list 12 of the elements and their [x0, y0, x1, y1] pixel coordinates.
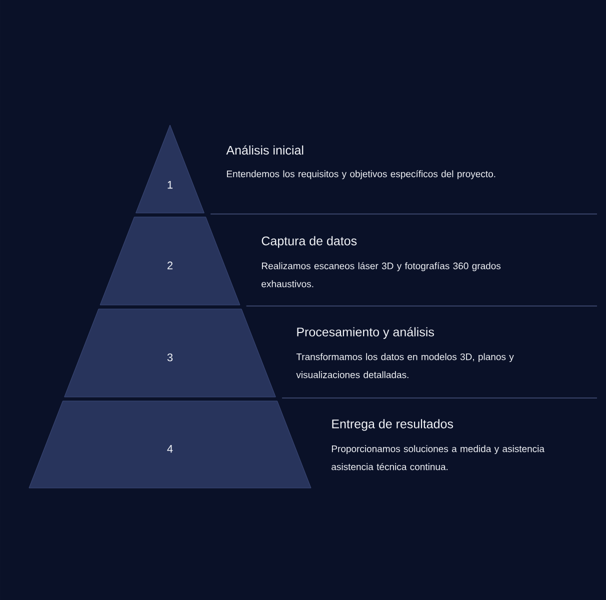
pyramid-segment: 1 — [136, 124, 204, 214]
step-heading: Captura de datos — [262, 236, 357, 248]
step-description: Realizamos escaneos láser 3D y fotografías 360 grados exhaustivos. — [262, 262, 501, 288]
pyramid-segment: 4 — [28, 400, 312, 488]
step-heading: Entrega de resultados — [332, 419, 454, 431]
step-heading: Procesamiento y análisis — [297, 327, 434, 339]
pyramid-segment: 2 — [100, 216, 240, 306]
step-description: Entendemos los requisitos y objetivos específicos del proyecto. — [226, 170, 496, 180]
step-heading: Análisis inicial — [226, 145, 304, 155]
pyramid-segment: 3 — [64, 308, 276, 398]
step-description: Proporcionamos soluciones a medida y asistencia asistencia técnica continua. — [332, 445, 544, 470]
step-description: Transformamos los datos en modelos 3D, planos y visualizaciones detalladas. — [296, 353, 514, 378]
